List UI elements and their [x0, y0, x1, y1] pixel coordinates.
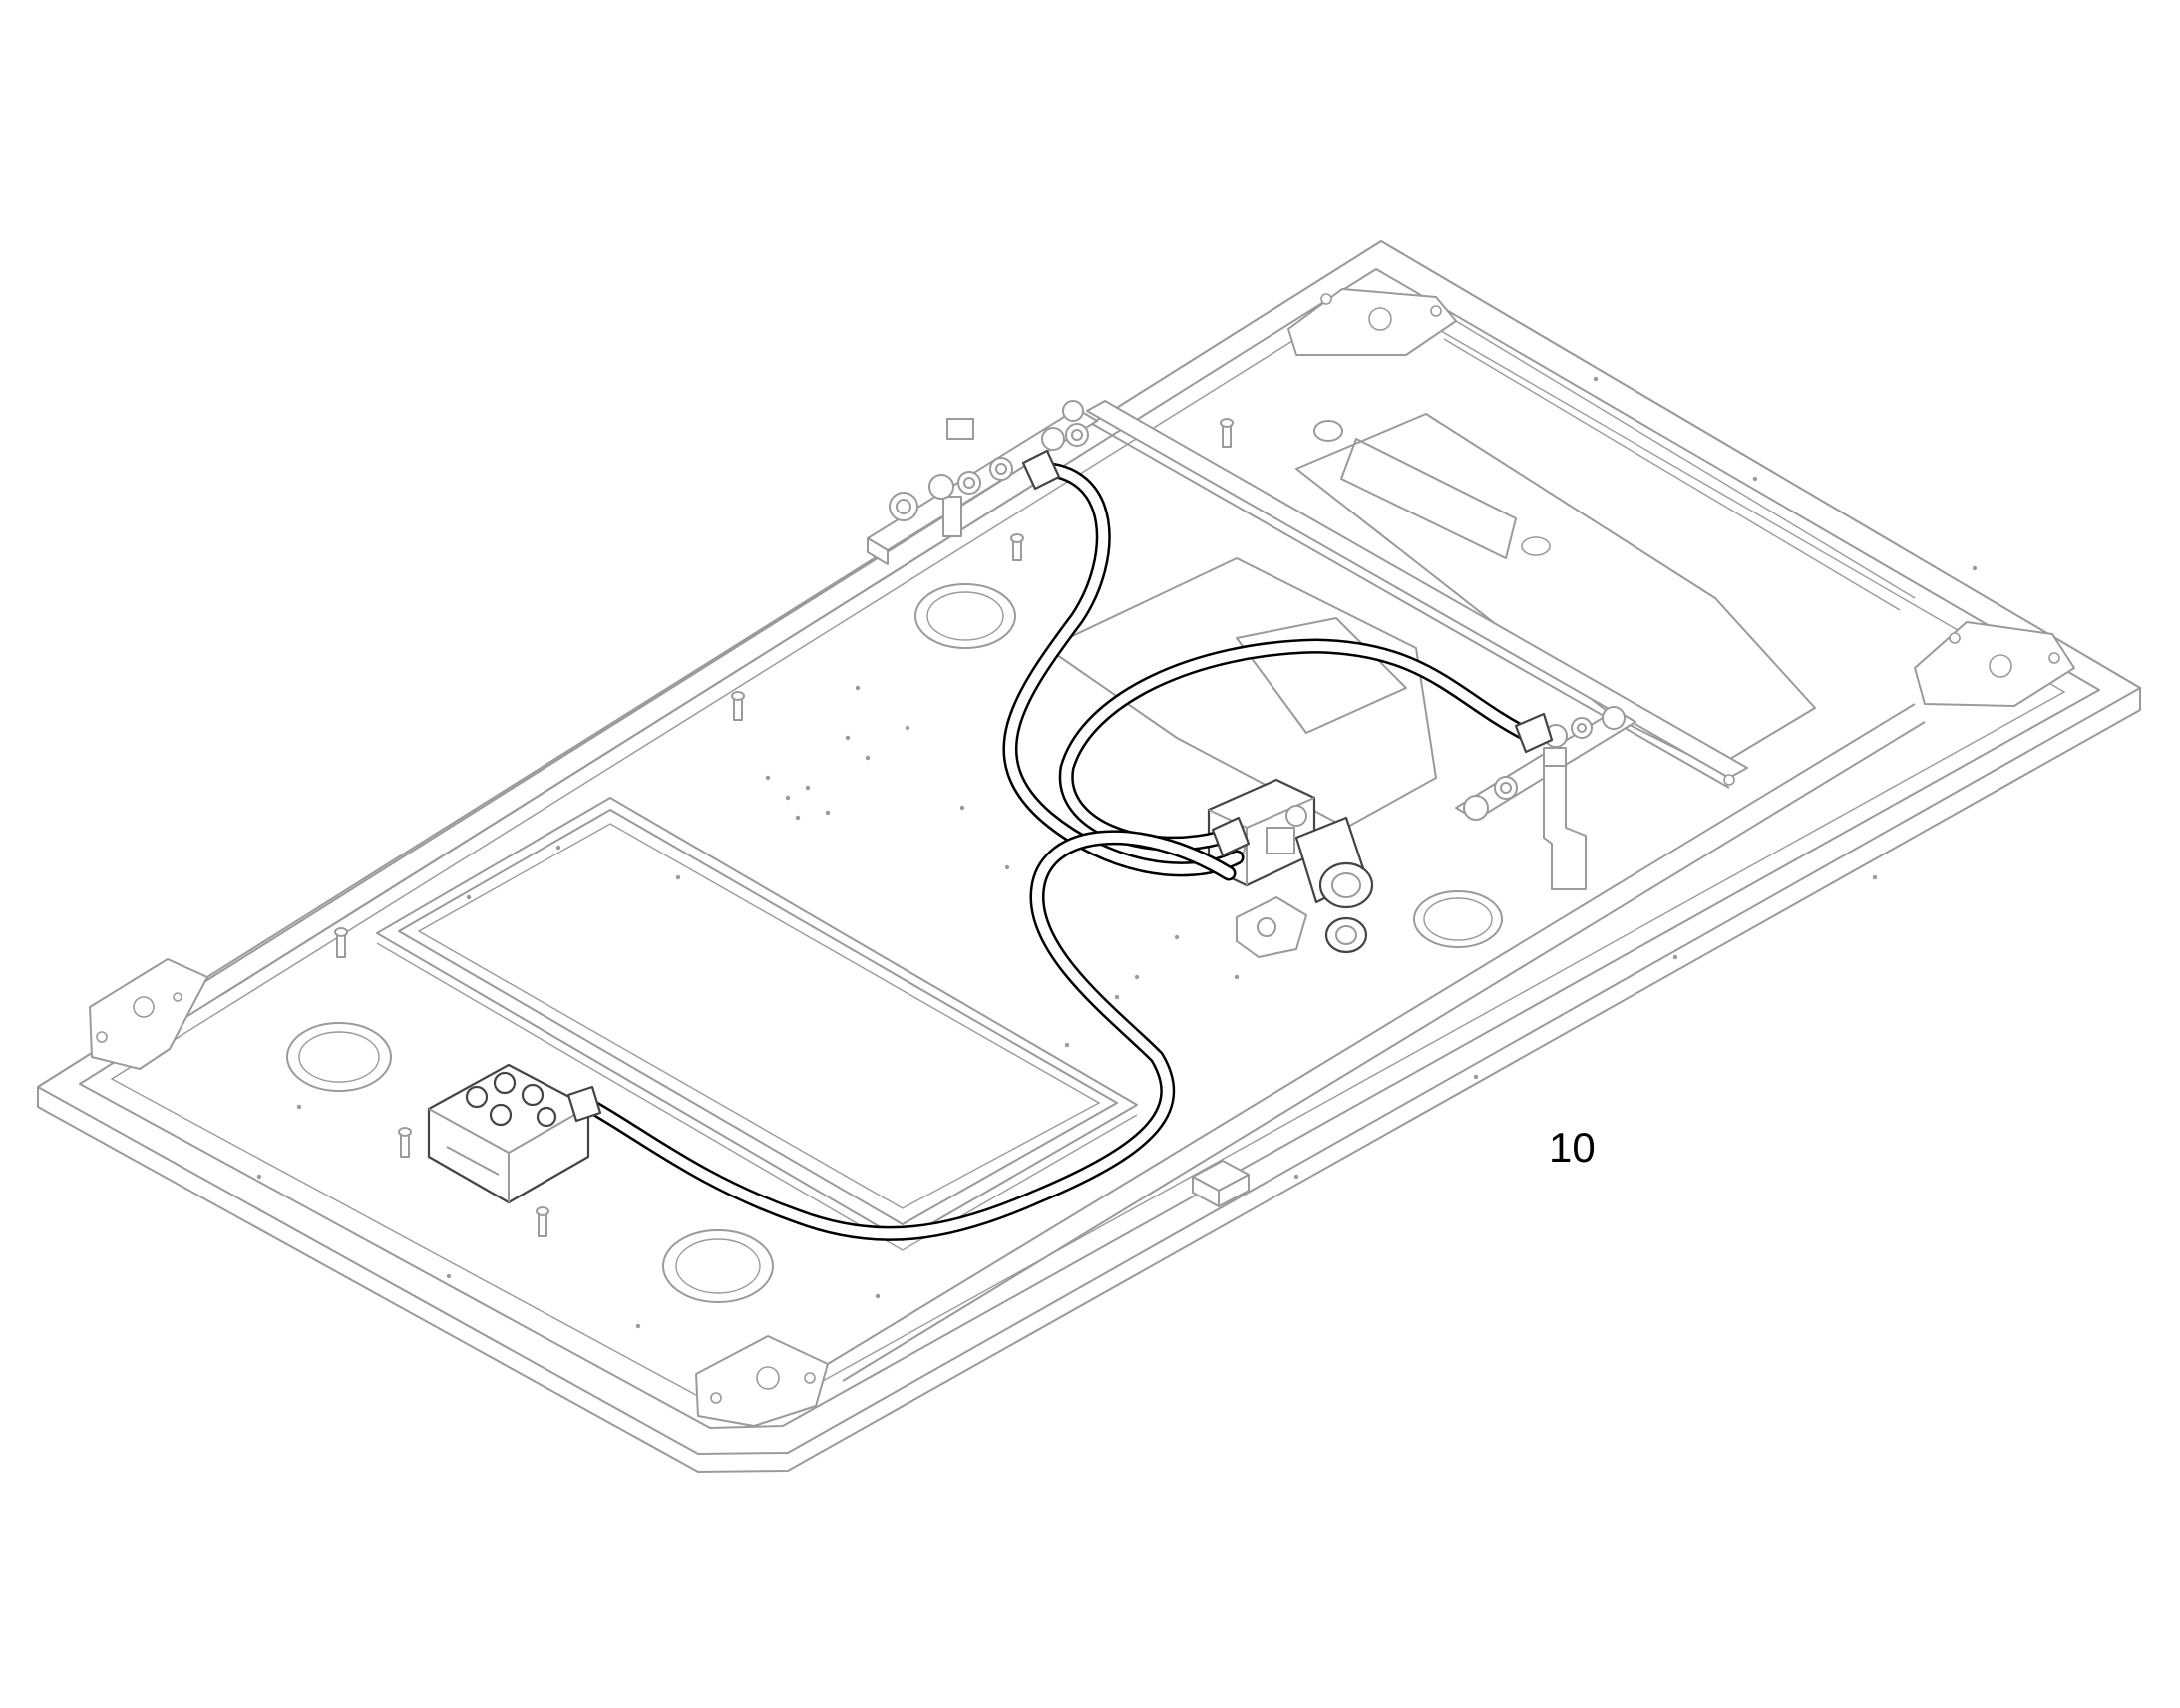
side-rails: [206, 320, 1926, 1382]
control-valve: [1207, 778, 1374, 958]
mounting-studs: [334, 418, 1234, 1237]
access-panel: [376, 797, 1138, 1251]
callout-label: 10: [1549, 1124, 1596, 1171]
corner-bracket-top: [1287, 288, 1457, 356]
distribution-block: [427, 1063, 590, 1204]
hydraulic-hoses: [566, 449, 1554, 1241]
floor-openings: [286, 583, 1503, 1303]
mounting-pad: [1192, 1160, 1250, 1207]
rear-cover: [1046, 413, 1816, 829]
corner-bracket-left: [89, 958, 208, 1070]
mounting-holes: [256, 376, 1978, 1329]
top-manifold: [867, 400, 1098, 565]
right-manifold: [1455, 706, 1636, 890]
corner-bracket-right: [1914, 621, 2075, 707]
corner-bracket-bottom: [695, 1335, 829, 1427]
